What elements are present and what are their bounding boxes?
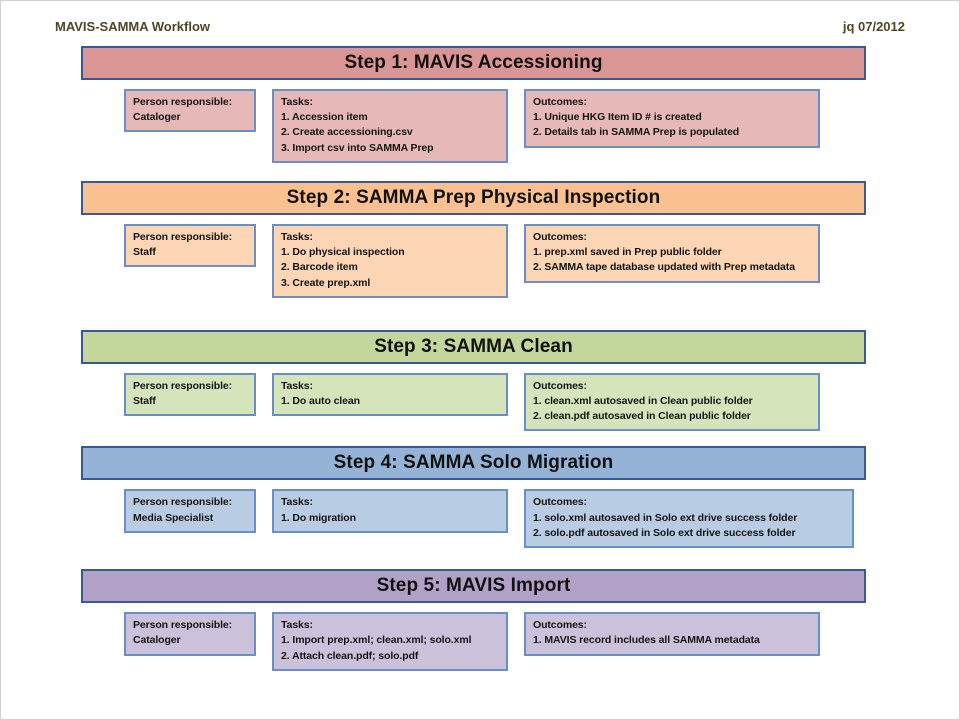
task-item: 2. Create accessioning.csv (281, 126, 413, 139)
tasks-label: Tasks: (281, 619, 313, 632)
step-3-detail-row: Person responsible: Staff Tasks: 1. Do a… (124, 372, 959, 432)
outcome-item: 2. solo.pdf autosaved in Solo ext drive … (533, 526, 796, 539)
outcomes-box: Outcomes: 1. solo.xml autosaved in Solo … (524, 489, 854, 549)
outcomes-label: Outcomes: (533, 496, 587, 509)
outcomes-label: Outcomes: (533, 96, 587, 108)
step-3-title: Step 3: SAMMA Clean (374, 335, 573, 357)
step-3-banner: Step 3: SAMMA Clean (81, 329, 866, 364)
person-value: Cataloger (133, 111, 181, 124)
step-1-banner: Step 1: MAVIS Accessioning (81, 46, 866, 80)
step-2-detail-row: Person responsible: Staff Tasks: 1. Do p… (124, 223, 959, 298)
tasks-box: Tasks: 1. Do migration (272, 489, 508, 533)
outcome-item: 2. SAMMA tape database updated with Prep… (533, 261, 795, 274)
tasks-box: Tasks: 1. Accession item 2. Create acces… (272, 89, 508, 163)
task-item: 3. Create prep.xml (281, 276, 371, 289)
person-box: Person responsible: Staff (124, 223, 256, 268)
person-label: Person responsible: (133, 230, 233, 243)
person-value: Staff (133, 246, 156, 259)
person-value: Cataloger (133, 634, 181, 647)
page-title: MAVIS-SAMMA Workflow (55, 19, 211, 34)
step-5-title: Step 5: MAVIS Import (376, 575, 571, 597)
step-4-title: Step 4: SAMMA Solo Migration (333, 452, 614, 474)
person-label: Person responsible: (133, 496, 233, 509)
tasks-box: Tasks: 1. Do auto clean (272, 372, 508, 417)
outcomes-box: Outcomes: 1. MAVIS record includes all S… (524, 612, 820, 656)
person-label: Person responsible: (133, 96, 233, 108)
outcomes-label: Outcomes: (533, 230, 587, 243)
step-section-5: Step 5: MAVIS Import Person responsible:… (1, 569, 959, 671)
task-item: 1. Accession item (281, 111, 368, 124)
task-item: 1. Do physical inspection (281, 246, 405, 259)
step-5-detail-row: Person responsible: Cataloger Tasks: 1. … (124, 612, 959, 671)
step-section-1: Step 1: MAVIS Accessioning Person respon… (1, 46, 959, 163)
step-section-3: Step 3: SAMMA Clean Person responsible: … (1, 329, 959, 432)
step-5-banner: Step 5: MAVIS Import (81, 569, 866, 604)
tasks-box: Tasks: 1. Do physical inspection 2. Barc… (272, 223, 508, 298)
outcome-item: 1. MAVIS record includes all SAMMA metad… (533, 634, 760, 647)
outcome-item: 2. clean.pdf autosaved in Clean public f… (533, 410, 751, 423)
tasks-label: Tasks: (281, 230, 313, 243)
task-item: 1. Do migration (281, 511, 356, 524)
page-header: MAVIS-SAMMA Workflow jq 07/2012 (1, 1, 959, 34)
outcome-item: 1. solo.xml autosaved in Solo ext drive … (533, 511, 798, 524)
person-label: Person responsible: (133, 379, 233, 392)
tasks-label: Tasks: (281, 496, 313, 509)
task-item: 2. Barcode item (281, 261, 358, 274)
person-box: Person responsible: Cataloger (124, 612, 256, 656)
person-box: Person responsible: Staff (124, 372, 256, 417)
task-item: 1. Import prep.xml; clean.xml; solo.xml (281, 634, 472, 647)
person-label: Person responsible: (133, 619, 233, 632)
task-item: 2. Attach clean.pdf; solo.pdf (281, 649, 419, 662)
outcome-item: 1. clean.xml autosaved in Clean public f… (533, 394, 753, 407)
step-4-detail-row: Person responsible: Media Specialist Tas… (124, 489, 959, 549)
person-box: Person responsible: Cataloger (124, 89, 256, 133)
tasks-label: Tasks: (281, 96, 313, 108)
outcome-item: 1. prep.xml saved in Prep public folder (533, 246, 722, 259)
outcomes-label: Outcomes: (533, 379, 587, 392)
step-2-banner: Step 2: SAMMA Prep Physical Inspection (81, 180, 866, 215)
outcome-item: 1. Unique HKG Item ID # is created (533, 111, 702, 124)
outcome-item: 2. Details tab in SAMMA Prep is populate… (533, 126, 740, 139)
task-item: 1. Do auto clean (281, 394, 360, 407)
step-2-title: Step 2: SAMMA Prep Physical Inspection (286, 186, 661, 208)
step-section-4: Step 4: SAMMA Solo Migration Person resp… (1, 446, 959, 549)
page-date: jq 07/2012 (842, 19, 905, 34)
outcomes-box: Outcomes: 1. clean.xml autosaved in Clea… (524, 372, 820, 432)
step-1-detail-row: Person responsible: Cataloger Tasks: 1. … (124, 89, 959, 163)
task-item: 3. Import csv into SAMMA Prep (281, 141, 434, 154)
step-4-banner: Step 4: SAMMA Solo Migration (81, 446, 866, 481)
person-box: Person responsible: Media Specialist (124, 489, 256, 533)
person-value: Media Specialist (133, 511, 214, 524)
step-1-title: Step 1: MAVIS Accessioning (344, 52, 603, 73)
tasks-label: Tasks: (281, 379, 313, 392)
tasks-box: Tasks: 1. Import prep.xml; clean.xml; so… (272, 612, 508, 671)
outcomes-box: Outcomes: 1. Unique HKG Item ID # is cre… (524, 89, 820, 148)
outcomes-box: Outcomes: 1. prep.xml saved in Prep publ… (524, 223, 820, 283)
person-value: Staff (133, 394, 156, 407)
step-section-2: Step 2: SAMMA Prep Physical Inspection P… (1, 180, 959, 298)
outcomes-label: Outcomes: (533, 619, 587, 632)
